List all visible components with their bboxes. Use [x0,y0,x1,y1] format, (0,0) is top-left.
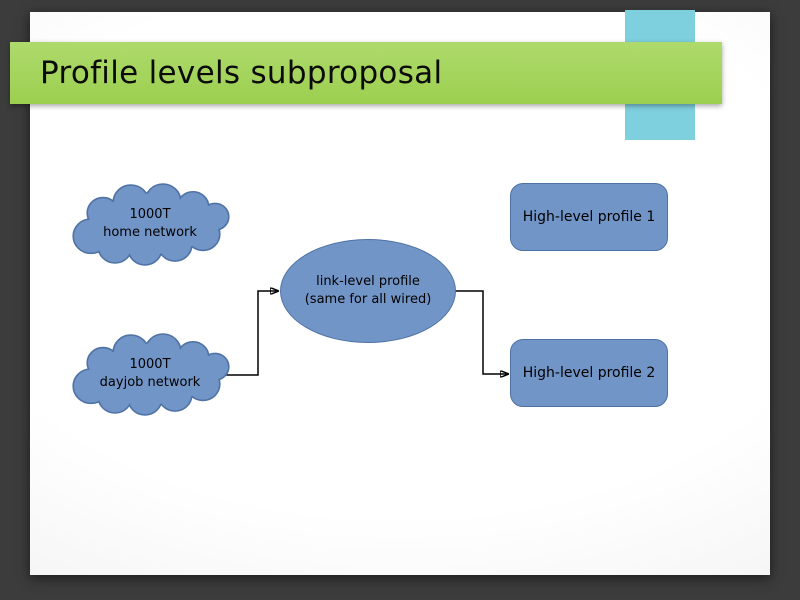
cloud-dayjob-label: 1000T dayjob network [65,328,235,420]
cloud-dayjob-line2: dayjob network [99,375,201,390]
title-banner: Profile levels subproposal [10,42,722,104]
high-level-profile-1-box: High-level profile 1 [510,183,668,251]
cloud-shape-icon [72,333,230,416]
link-level-profile-ellipse: link-level profile (same for all wired) [280,239,456,343]
cloud-home-network: 1000T home network [65,178,235,270]
link-ellipse-line1: link-level profile [316,274,420,290]
cloud-home-label: 1000T home network [65,178,235,270]
connector-link-to-profile2 [450,290,508,374]
cloud-dayjob-line1: 1000T [129,357,171,373]
profile-box-1-label: High-level profile 1 [522,209,656,225]
profile-box-2-label: High-level profile 2 [522,365,656,381]
cloud-shape-icon [72,183,230,266]
high-level-profile-2-box: High-level profile 2 [510,339,668,407]
cloud-home-line1: 1000T [129,207,171,223]
cloud-dayjob-network: 1000T dayjob network [65,328,235,420]
slide-title: Profile levels subproposal [40,55,443,91]
cloud-home-line2: home network [103,225,197,240]
link-ellipse-line2: (same for all wired) [304,292,432,307]
